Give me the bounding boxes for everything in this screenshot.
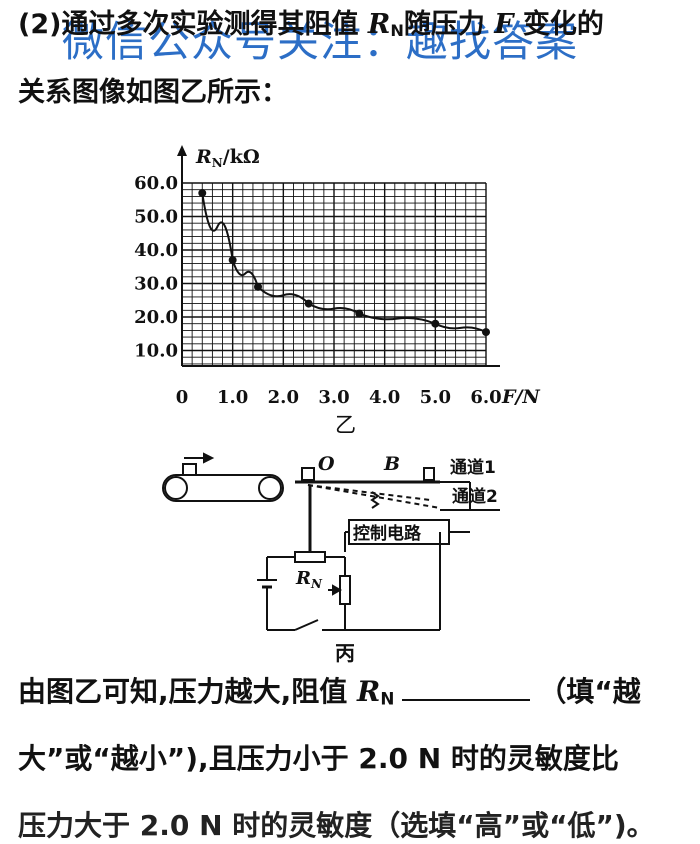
ylabel-unit: /kΩ <box>223 146 260 168</box>
watermark: 微信公众号关注：趣找答案 <box>62 17 579 66</box>
data-point <box>304 299 313 308</box>
chart-grid <box>181 182 487 366</box>
label-control: 控制电路 <box>353 523 422 544</box>
x-tick-label: 6.0 <box>470 387 501 408</box>
chart-ylabel: RN/kΩ <box>195 146 260 170</box>
question-line-2: 关系图像如图乙所示： <box>18 77 288 108</box>
chart-yi: 10.0 20.0 30.0 40.0 50.0 60.0 0 1.0 2.0 3.0 4.0 5.0… <box>134 145 540 437</box>
data-point <box>482 328 490 337</box>
y-tick-label: 20.0 <box>134 307 178 328</box>
diagram-caption: 丙 <box>335 641 355 665</box>
data-point <box>228 256 237 265</box>
data-point <box>355 309 364 318</box>
x-tick-label: 2.0 <box>268 387 299 408</box>
dashed-arm-1 <box>307 484 431 501</box>
ylabel-sub: N <box>212 156 223 170</box>
label-RN-main: R <box>295 568 311 589</box>
box-on-belt <box>182 463 197 476</box>
line3-R: R <box>357 675 381 708</box>
data-point <box>198 189 207 198</box>
label-O: O <box>318 453 335 475</box>
chart-axes <box>177 145 500 367</box>
x-tick-label: 1.0 <box>217 387 248 408</box>
block-B <box>423 467 435 481</box>
x-tick-label: 4.0 <box>369 387 400 408</box>
data-point <box>254 282 262 291</box>
y-tick-label: 30.0 <box>134 274 178 295</box>
dashed-arm-2 <box>307 484 441 509</box>
y-tick-label: 50.0 <box>134 207 178 228</box>
line1-suffix: 变化的 <box>513 9 604 40</box>
line1-R: R <box>367 9 391 40</box>
question-line-4: 大”或“越小”),且压力小于 2.0 N 时的灵敏度比 <box>18 742 619 775</box>
label-channel1: 通道1 <box>450 457 496 478</box>
y-tick-label: 10.0 <box>134 341 178 362</box>
label-B: B <box>383 453 400 475</box>
question-line-3: 由图乙可知,压力越大,阻值 RN （填“越 <box>18 670 641 710</box>
line3-prefix: 由图乙可知,压力越大,阻值 <box>18 675 358 708</box>
line3-suffix: （填“越 <box>538 675 641 708</box>
question-line-1: (2)通过多次实验测得其阻值 RN随压力 F 变化的 <box>18 2 604 41</box>
switch-blade <box>294 619 319 631</box>
line1-F: F <box>494 9 514 40</box>
figures: 10.0 20.0 30.0 40.0 50.0 60.0 0 1.0 2.0 3.0 4.0 5.0… <box>134 145 540 665</box>
label-RN-sub: N <box>310 577 323 591</box>
diagram-labels: O B 通道1 通道2 控制电路 RN 丙 <box>295 453 498 665</box>
x-tick-label: 3.0 <box>318 387 349 408</box>
x-tick-label: 0 <box>176 387 189 408</box>
diagram-bing <box>162 452 500 631</box>
label-channel2: 通道2 <box>452 486 498 507</box>
label-RN: RN <box>295 568 323 591</box>
y-tick-label: 60.0 <box>134 173 178 194</box>
question-line-5: 压力大于 2.0 N 时的灵敏度（选填“高”或“低”)。 <box>18 809 655 842</box>
chart-series <box>198 189 490 337</box>
x-tick-label: 5.0 <box>420 387 451 408</box>
resistor-RN <box>294 551 326 563</box>
conveyor-roller-right <box>258 476 282 500</box>
answer-blank[interactable] <box>402 679 531 701</box>
ylabel-main: R <box>195 146 212 168</box>
conveyor-roller-left <box>164 476 188 500</box>
block-O <box>301 467 315 481</box>
data-point <box>431 319 440 328</box>
y-axis-arrow <box>177 145 187 156</box>
line1-prefix: (2)通过多次实验测得其阻值 <box>18 9 368 40</box>
spring <box>370 491 380 509</box>
line3-R-sub: N <box>380 688 395 709</box>
line1-R-sub: N <box>390 21 404 41</box>
motion-arrow-head <box>203 452 215 464</box>
chart-xlabel: F/N <box>501 386 540 408</box>
slider-arrow-head <box>332 584 343 596</box>
y-tick-label: 40.0 <box>134 240 178 261</box>
line1-mid: 随压力 <box>403 9 495 40</box>
chart-caption: 乙 <box>335 413 356 437</box>
conveyor-belt <box>162 474 284 502</box>
chart-ticks: 10.0 20.0 30.0 40.0 50.0 60.0 0 1.0 2.0 3.0 4.0 5.0… <box>134 173 502 408</box>
